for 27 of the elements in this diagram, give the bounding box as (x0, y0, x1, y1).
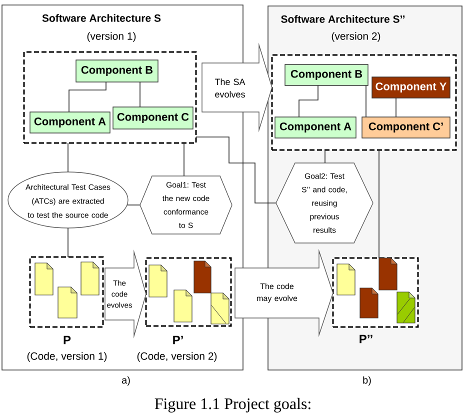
component-box: Component C’ (362, 116, 450, 138)
panel-letter: a) (122, 376, 130, 386)
panel-title: Software Architecture S’’ (281, 15, 405, 23)
version-subtitle: (version 1) (87, 32, 136, 42)
connector-line (68, 82, 106, 112)
figure-caption: Figure 1.1 Project goals: (154, 398, 310, 412)
arrow-label: The SA evolves (208, 78, 252, 98)
connector-line (298, 85, 318, 118)
component-box: Component B (284, 64, 368, 86)
connector-line (196, 136, 276, 204)
program-label: P’ (173, 336, 183, 344)
program-label: P’’ (360, 334, 372, 344)
connector-line (378, 150, 380, 258)
component-box: Component A (30, 112, 110, 134)
version-caption: (Code, version 2) (137, 352, 217, 362)
arrow-label: The code may evolve (254, 282, 300, 304)
connector-line (324, 150, 326, 164)
component-box: Component A (274, 116, 356, 138)
connector-line (126, 204, 140, 206)
component-box: Component B (76, 60, 158, 82)
version-subtitle: (version 2) (332, 32, 380, 42)
panel-letter: b) (363, 376, 371, 386)
version-caption: (Code, version 1) (27, 352, 107, 362)
component-box: Component C (112, 106, 194, 130)
component-box: Component Y (372, 76, 450, 98)
panel-title: Software Architecture S (42, 14, 161, 22)
program-label: P (64, 336, 71, 344)
